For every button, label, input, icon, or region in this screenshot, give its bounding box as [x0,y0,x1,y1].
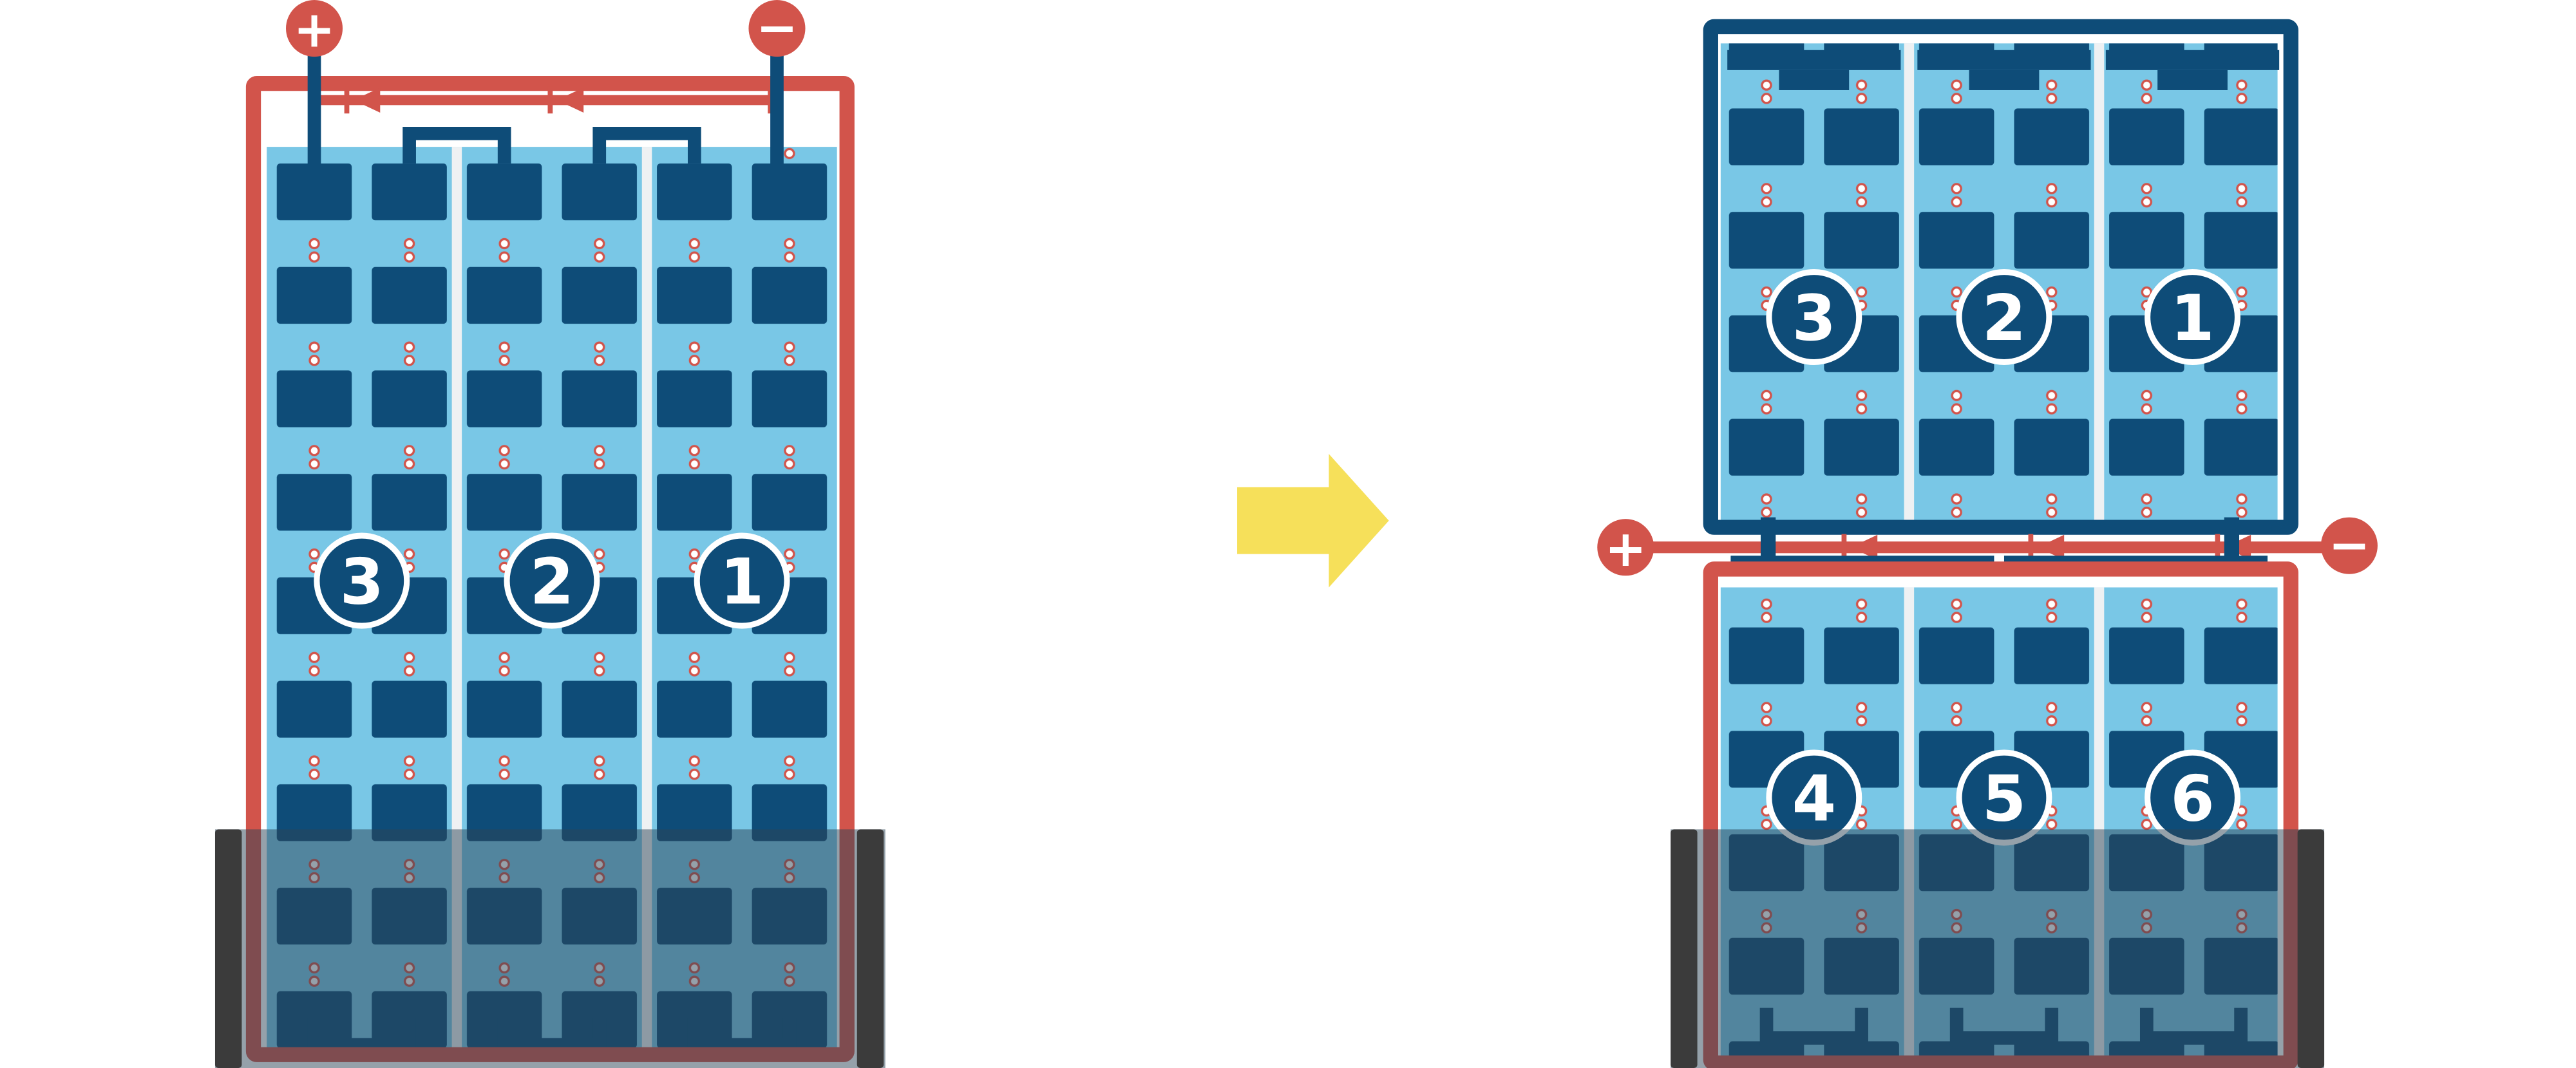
mounting-rail-left [214,829,242,1068]
string-divider [2094,43,2105,521]
right-arrow-icon [1237,454,1389,588]
minus-icon [2320,517,2378,574]
svg-text:1: 1 [2170,282,2214,355]
svg-text:4: 4 [1792,763,1836,836]
mounting-rail-left [1671,829,1698,1068]
string-label-3: 3 [1766,268,1862,366]
top-busbars [1727,50,2280,90]
top-module: 3 2 1 [1703,19,2298,535]
svg-text:3: 3 [340,546,384,619]
plus-icon [286,0,343,57]
string-label-1: 1 [2145,268,2240,366]
minus-terminal: − [2320,517,2378,575]
string-label-6: 6 [2145,749,2240,846]
string-bridge [592,127,701,164]
svg-text:5: 5 [1982,763,2026,836]
transform-arrow [1237,454,1389,588]
plus-icon [1597,519,1654,576]
string-label-3: 3 [314,532,410,629]
current-direction-arrows [316,86,781,114]
string-bridge [402,127,511,164]
svg-text:2: 2 [530,546,574,619]
svg-text:2: 2 [1982,282,2026,355]
string-label-1: 1 [694,532,790,629]
minus-icon [748,0,806,57]
panel-after: 3 2 1 [1597,19,2378,1068]
module-link-lead [2224,517,2240,561]
svg-text:6: 6 [2170,763,2214,836]
water-level-overlay [1671,829,2325,1068]
module-link-lead [1760,517,1776,561]
mounting-rail-right [2297,829,2325,1068]
minus-sign: − [2328,517,2370,575]
string-label-2: 2 [504,532,600,629]
connection-wire [1631,541,2358,554]
plus-terminal: + [1597,519,1654,578]
minus-terminal: − [748,0,806,57]
string-divider [1904,43,1915,521]
string-divider [451,147,462,1052]
positive-lead [307,53,321,167]
string-label-4: 4 [1766,749,1862,846]
top-module-frame [1703,19,2298,535]
plus-sign: + [293,1,335,59]
string-label-5: 5 [1956,749,2052,846]
panel-before: + − 3 2 1 [214,0,886,1068]
svg-text:3: 3 [1792,282,1836,355]
plus-terminal: + [286,0,343,59]
string-label-2: 2 [1956,268,2052,366]
water-level-overlay [214,829,886,1068]
mounting-rail-right [857,829,884,1068]
plus-sign: + [1605,520,1647,578]
svg-text:1: 1 [720,546,764,619]
string-divider [641,147,652,1052]
minus-sign: − [756,0,798,57]
negative-lead [770,53,784,167]
